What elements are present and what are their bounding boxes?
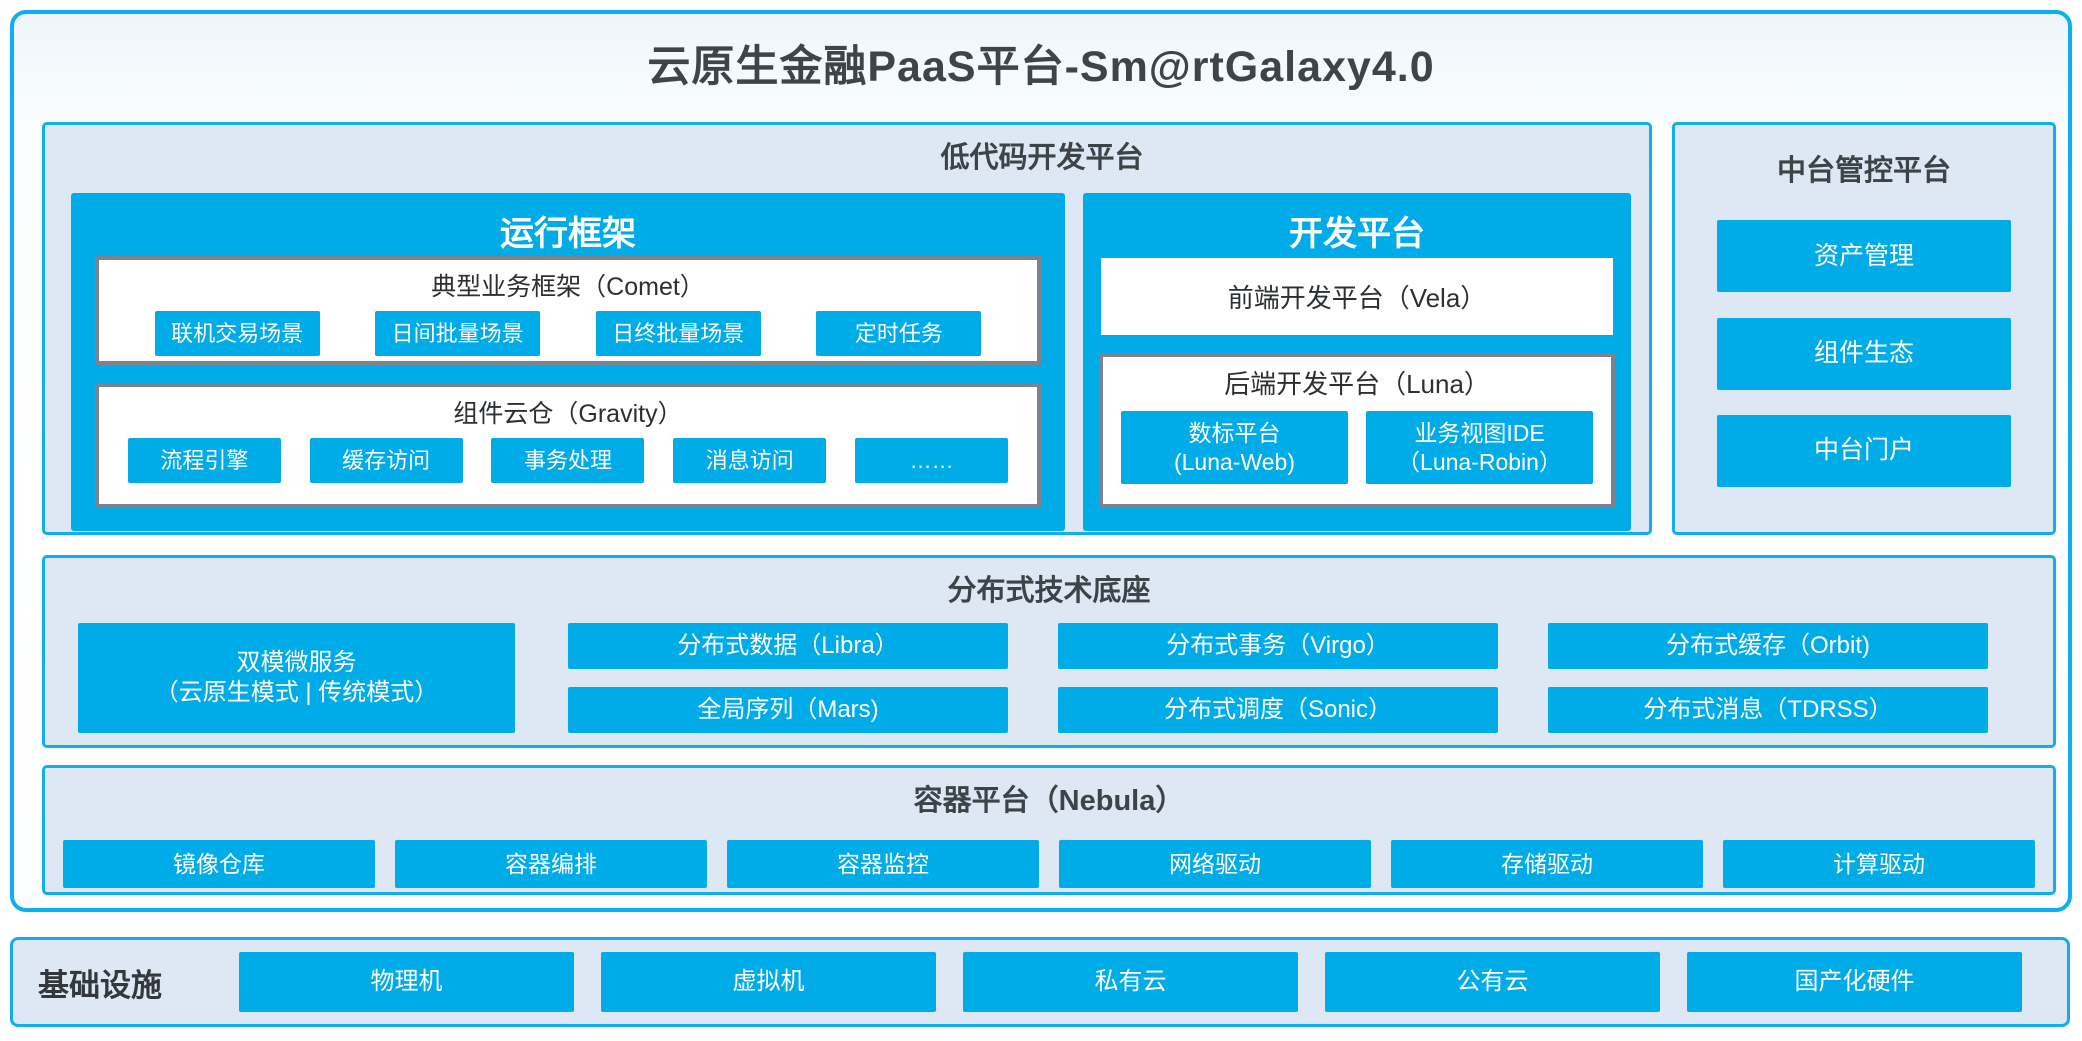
luna-item-name: 业务视图IDE: [1414, 419, 1545, 446]
distributed-item: 分布式缓存（Orbit): [1548, 623, 1988, 669]
gravity-item: 缓存访问: [309, 438, 463, 483]
comet-item: 定时任务: [816, 311, 982, 356]
luna-panel: 后端开发平台（Luna） 数标平台 (Luna-Web) 业务视图IDE （Lu…: [1099, 353, 1615, 508]
runtime-framework-title: 运行框架: [500, 215, 636, 253]
mid-platform-item: 组件生态: [1717, 317, 2011, 390]
luna-item-code: （Luna-Robin）: [1397, 448, 1562, 475]
distributed-item: 分布式调度（Sonic）: [1058, 687, 1498, 733]
dual-mode-microservice-box: 双模微服务 （云原生模式 | 传统模式）: [78, 623, 515, 733]
container-item: 镜像仓库: [63, 840, 375, 888]
comet-panel: 典型业务框架（Comet） 联机交易场景 日间批量场景 日终批量场景 定时任务: [95, 256, 1041, 365]
infrastructure-item: 公有云: [1325, 952, 1660, 1012]
mid-platform-item: 中台门户: [1717, 414, 2011, 487]
dual-mode-line2: （云原生模式 | 传统模式）: [154, 679, 439, 706]
runtime-framework-box: 运行框架 典型业务框架（Comet） 联机交易场景 日间批量场景 日终批量场景 …: [71, 193, 1065, 531]
mid-platform-panel: 中台管控平台 资产管理 组件生态 中台门户: [1672, 122, 2056, 535]
comet-item: 日间批量场景: [375, 311, 541, 356]
container-item: 容器编排: [395, 840, 707, 888]
infrastructure-item: 私有云: [963, 952, 1298, 1012]
container-platform-panel: 容器平台（Nebula） 镜像仓库 容器编排 容器监控 网络驱动 存储驱动 计算…: [42, 765, 2056, 895]
luna-item-code: (Luna-Web): [1173, 448, 1296, 475]
infrastructure-title: 基础设施: [38, 967, 162, 1003]
mid-platform-title: 中台管控平台: [1776, 155, 1951, 187]
gravity-item: 消息访问: [673, 438, 827, 483]
dev-platform-box: 开发平台 前端开发平台（Vela） 后端开发平台（Luna） 数标平台 (Lun…: [1083, 193, 1631, 531]
distributed-item: 分布式事务（Virgo）: [1058, 623, 1498, 669]
dev-platform-title: 开发平台: [1289, 215, 1425, 253]
low-code-platform-panel: 低代码开发平台 运行框架 典型业务框架（Comet） 联机交易场景 日间批量场景…: [42, 122, 1652, 535]
container-item: 计算驱动: [1723, 840, 2035, 888]
container-platform-title: 容器平台（Nebula）: [913, 785, 1185, 817]
page-title: 云原生金融PaaS平台-Sm@rtGalaxy4.0: [647, 43, 1435, 91]
vela-box: 前端开发平台（Vela）: [1101, 258, 1613, 335]
gravity-title: 组件云仓（Gravity）: [453, 400, 683, 428]
comet-item: 联机交易场景: [154, 311, 320, 356]
distributed-item: 分布式消息（TDRSS）: [1548, 687, 1988, 733]
luna-item-name: 数标平台: [1188, 419, 1281, 446]
gravity-panel: 组件云仓（Gravity） 流程引擎 缓存访问 事务处理 消息访问 ……: [95, 383, 1041, 508]
infrastructure-item: 虚拟机: [601, 952, 936, 1012]
container-item: 网络驱动: [1059, 840, 1371, 888]
infrastructure-item: 物理机: [239, 952, 574, 1012]
luna-item: 业务视图IDE （Luna-Robin）: [1366, 411, 1593, 484]
low-code-platform-title: 低代码开发平台: [940, 142, 1144, 174]
container-item: 存储驱动: [1391, 840, 1703, 888]
mid-platform-item: 资产管理: [1717, 220, 2011, 293]
gravity-item: 流程引擎: [127, 438, 281, 483]
gravity-item: ……: [855, 438, 1009, 483]
outer-frame: 云原生金融PaaS平台-Sm@rtGalaxy4.0 低代码开发平台 运行框架 …: [10, 10, 2072, 912]
container-item: 容器监控: [727, 840, 1039, 888]
distributed-item: 分布式数据（Libra）: [568, 623, 1008, 669]
distributed-base-title: 分布式技术底座: [947, 575, 1151, 607]
comet-title: 典型业务框架（Comet）: [431, 273, 705, 301]
infrastructure-item: 国产化硬件: [1687, 952, 2022, 1012]
luna-item: 数标平台 (Luna-Web): [1121, 411, 1348, 484]
dual-mode-line1: 双模微服务: [236, 649, 357, 676]
distributed-base-panel: 分布式技术底座 双模微服务 （云原生模式 | 传统模式） 分布式数据（Libra…: [42, 555, 2056, 748]
comet-item: 日终批量场景: [595, 311, 761, 356]
distributed-item: 全局序列（Mars): [568, 687, 1008, 733]
infrastructure-panel: 基础设施 物理机 虚拟机 私有云 公有云 国产化硬件: [10, 937, 2070, 1027]
luna-title: 后端开发平台（Luna）: [1224, 369, 1490, 399]
gravity-item: 事务处理: [491, 438, 645, 483]
